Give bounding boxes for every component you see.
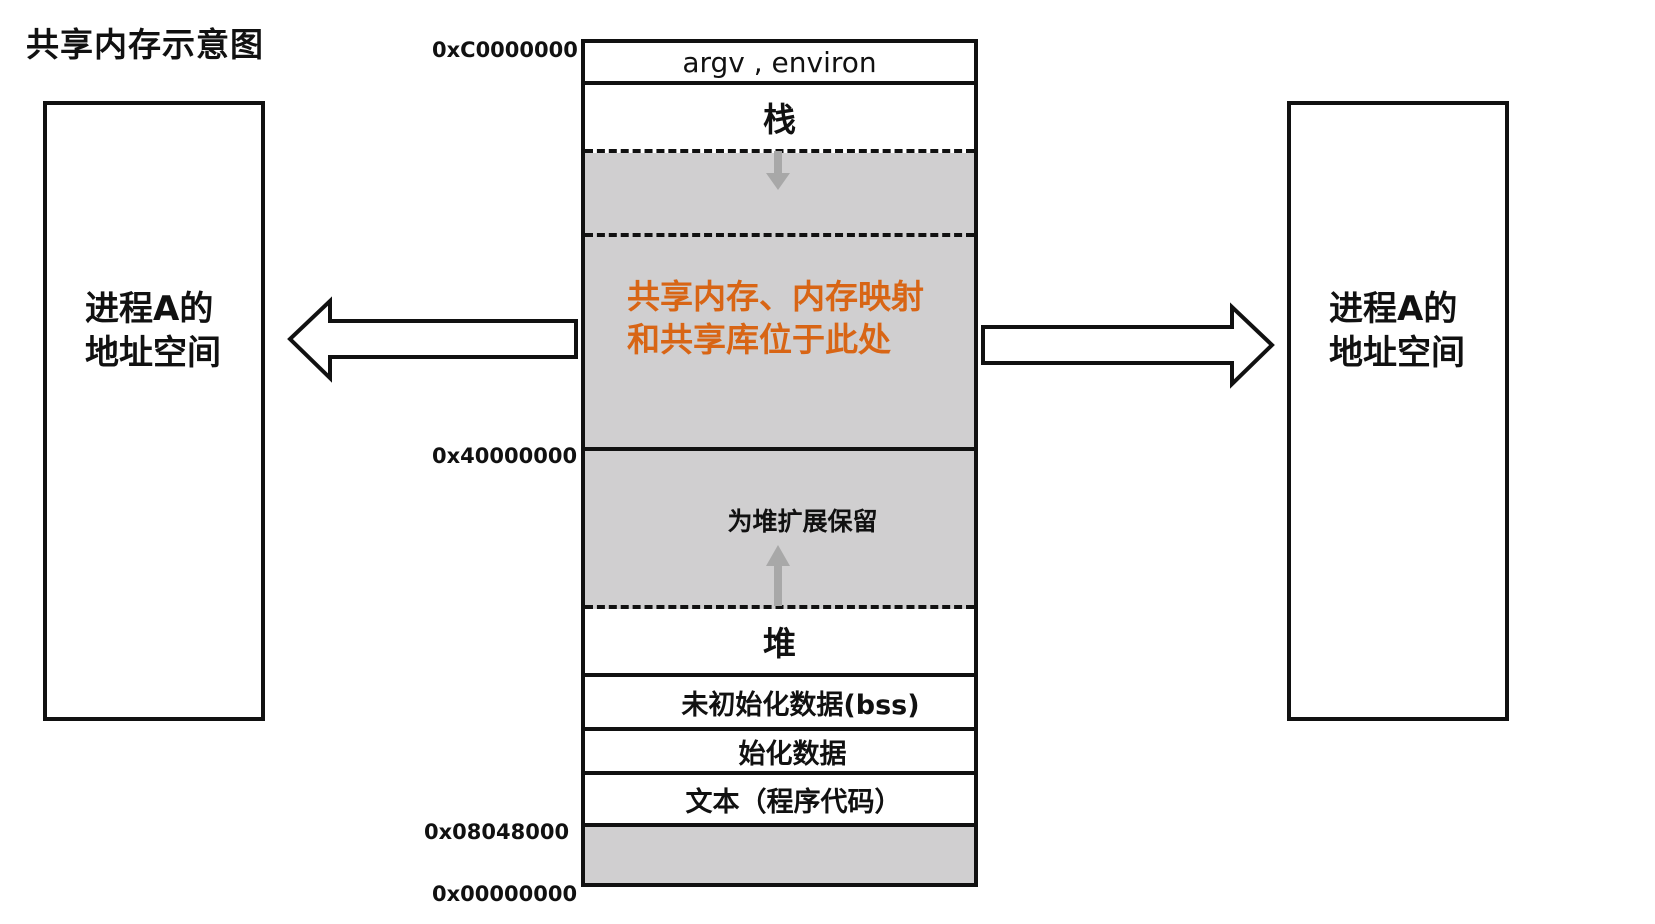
arrow-right-icon: [981, 302, 1275, 389]
process-left-label-line1: 进程A的: [85, 289, 214, 329]
process-left-label: 进程A的 地址空间: [85, 287, 221, 375]
segment-argv-label: argv , environ: [682, 45, 877, 79]
segment-argv-environ: argv , environ: [585, 43, 974, 85]
address-bottom: 0x00000000: [432, 882, 578, 906]
process-right-label-line2: 地址空间: [1329, 333, 1465, 373]
segment-heap: 堆: [585, 609, 974, 677]
address-text-start: 0x08048000: [424, 820, 570, 844]
process-right-label-line1: 进程A的: [1329, 289, 1458, 329]
arrow-left-icon: [287, 296, 578, 383]
segment-heap-reserve-label: 为堆扩展保留: [727, 507, 878, 536]
diagram-title: 共享内存示意图: [26, 25, 264, 64]
segment-bss: 未初始化数据(bss): [585, 677, 974, 731]
process-left-address-space: 进程A的 地址空间: [43, 101, 265, 721]
address-top: 0xC0000000: [432, 38, 578, 62]
process-right-label: 进程A的 地址空间: [1329, 287, 1465, 375]
segment-shared-label-line1: 共享内存、内存映射: [627, 277, 924, 316]
segment-initialized-data: 始化数据: [585, 731, 974, 775]
stack-growth-arrow-icon: [766, 151, 790, 190]
segment-bss-label: 未初始化数据(bss): [681, 689, 920, 721]
segment-text: 文本（程序代码）: [585, 775, 974, 827]
segment-heap-label: 堆: [763, 624, 796, 663]
segment-shared-label-line2: 和共享库位于此处: [627, 320, 891, 359]
segment-shared-memory: 共享内存、内存映射 和共享库位于此处: [585, 237, 974, 451]
segment-reserved-low: [585, 827, 974, 883]
address-mid: 0x40000000: [432, 444, 578, 468]
process-left-label-line2: 地址空间: [85, 333, 221, 373]
segment-text-label: 文本（程序代码）: [685, 786, 902, 818]
segment-stack-label: 栈: [763, 100, 796, 139]
heap-growth-arrow-icon: [766, 545, 790, 606]
segment-shared-label: 共享内存、内存映射 和共享库位于此处: [627, 275, 924, 361]
segment-data-label: 始化数据: [738, 738, 847, 770]
process-right-address-space: 进程A的 地址空间: [1287, 101, 1509, 721]
